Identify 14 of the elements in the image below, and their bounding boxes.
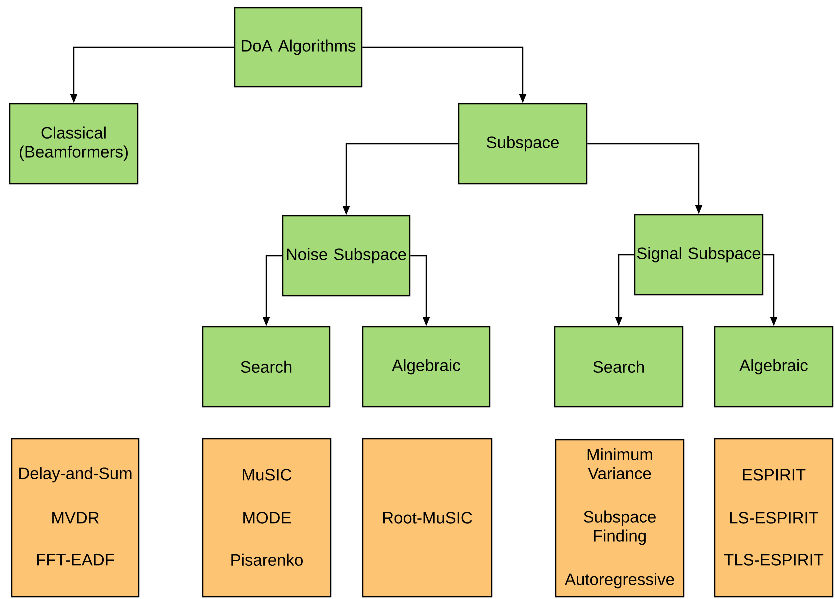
category-box: DoA Algorithms [234,7,363,88]
method-box: Root-MuSIC [362,438,493,598]
category-box: Search [554,326,684,408]
category-box: Signal Subspace [634,214,764,296]
category-box: Algebraic [362,326,491,408]
category-box: Algebraic [714,326,834,408]
category-box: Search [202,326,331,408]
method-box: MuSIC MODE Pisarenko [202,438,332,598]
category-box: Subspace [458,103,588,185]
category-box: Classical (Beamformers) [9,103,139,185]
method-box: Minimum Variance Subspace Finding Autoregressive [555,439,685,598]
method-box: Delay-and-Sum MVDR FFT-EADF [11,438,140,598]
category-box: Noise Subspace [282,215,411,297]
method-box: ESPIRIT LS-ESPIRIT TLS-ESPIRIT [714,438,834,598]
